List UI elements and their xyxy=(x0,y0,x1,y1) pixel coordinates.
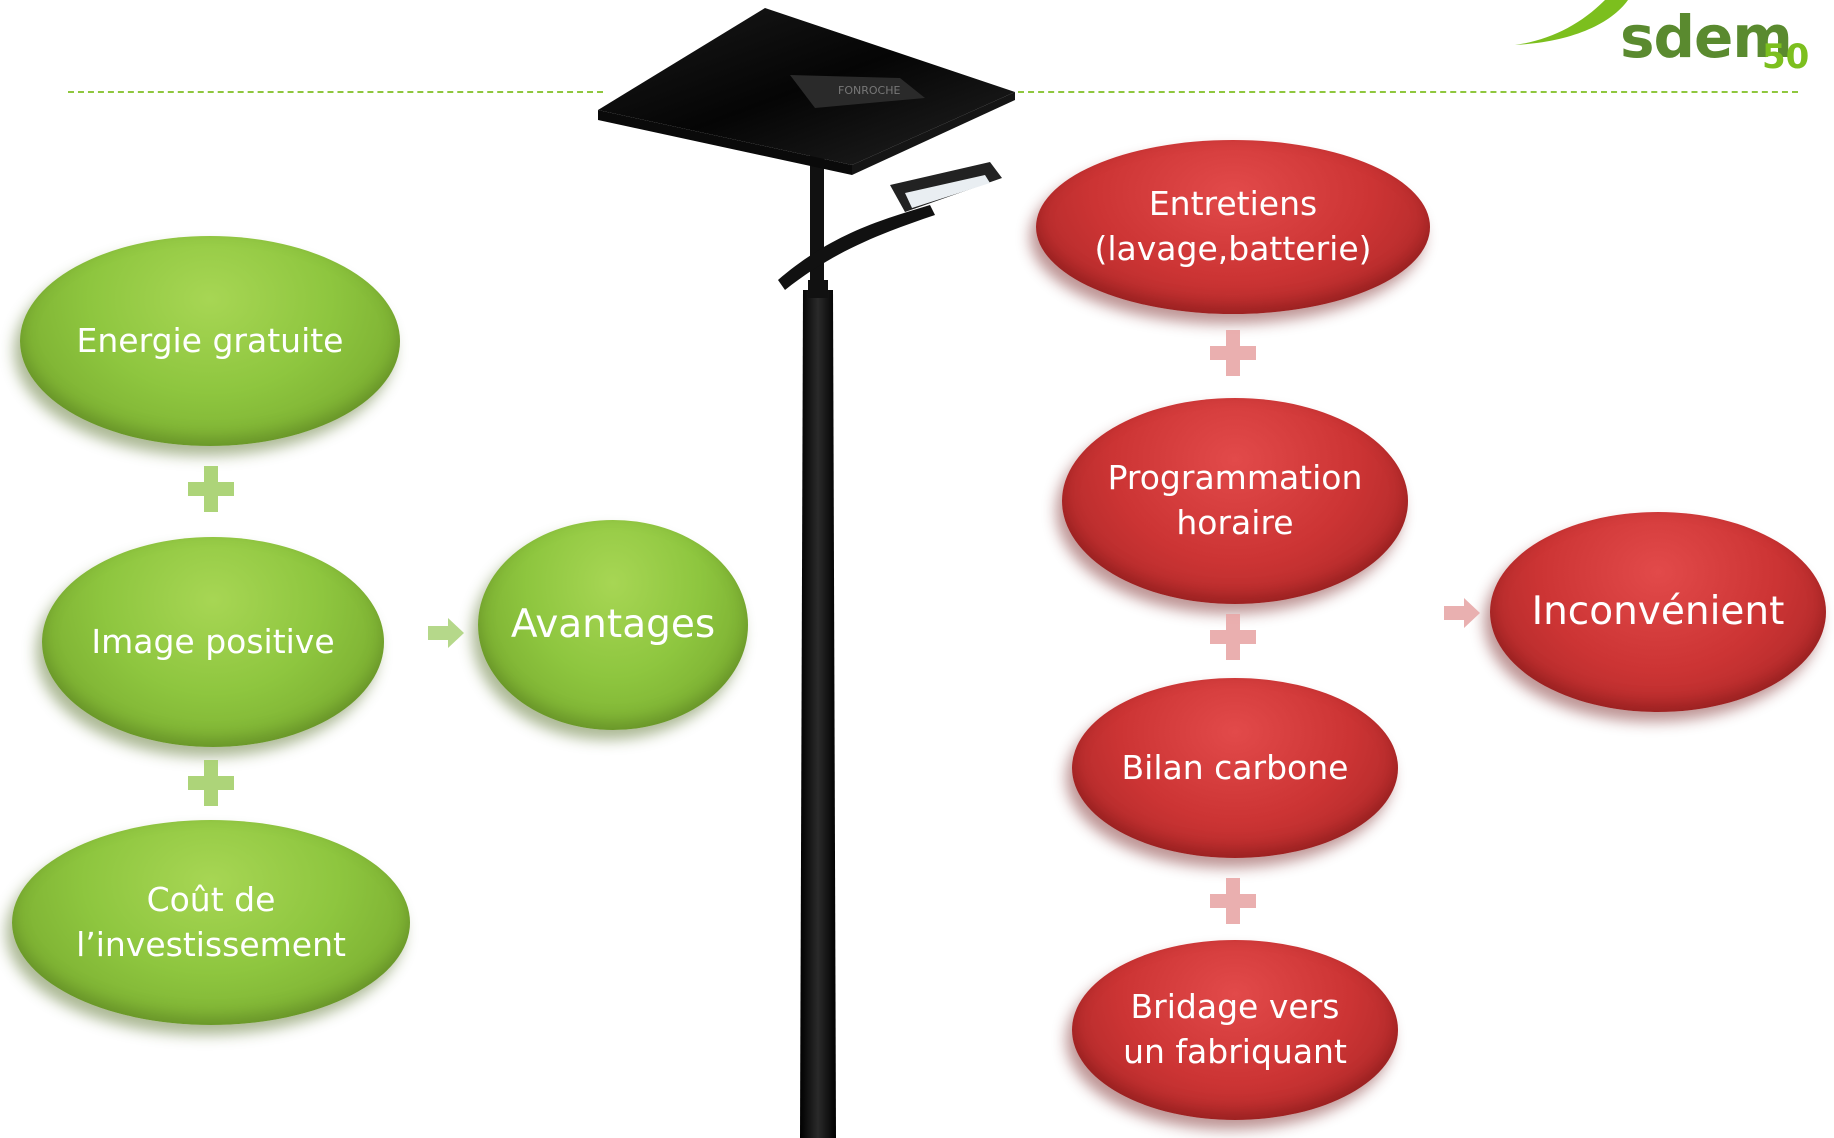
header-divider-right xyxy=(1018,91,1798,93)
header-divider-left xyxy=(68,91,603,93)
advantages-result-label: Avantages xyxy=(510,601,716,647)
plus-icon xyxy=(1210,330,1256,376)
plus-icon xyxy=(1210,878,1256,924)
disadvantage-bilan-carbone: Bilan carbone xyxy=(1072,678,1398,858)
disadvantage-bridage-fabriquant: Bridage vers un fabriquant xyxy=(1072,940,1398,1120)
leaf-swoosh-icon xyxy=(1515,0,1628,45)
advantage-image-positive: Image positive xyxy=(42,537,384,747)
lamp-brand-text: FONROCHE xyxy=(838,84,900,97)
sdem50-logo: sdem 50 xyxy=(1510,0,1830,90)
advantage-cout-investissement: Coût de l’investissement xyxy=(12,820,410,1025)
plus-icon xyxy=(188,466,234,512)
plus-icon xyxy=(188,760,234,806)
advantage-label: Coût de l’investissement xyxy=(76,879,346,964)
disadvantages-result-node: Inconvénient xyxy=(1490,512,1826,712)
logo-text: sdem xyxy=(1620,3,1793,71)
disadvantage-programmation-horaire: Programmation horaire xyxy=(1062,398,1408,604)
disadvantage-label: Bilan carbone xyxy=(1121,747,1349,787)
advantage-label: Energie gratuite xyxy=(76,320,344,360)
advantage-label: Image positive xyxy=(91,621,335,661)
disadvantage-label: Bridage vers un fabriquant xyxy=(1123,987,1347,1071)
advantage-energie-gratuite: Energie gratuite xyxy=(20,236,400,446)
arrow-right-icon xyxy=(428,618,464,648)
disadvantage-entretiens: Entretiens (lavage,batterie) xyxy=(1036,140,1430,314)
disadvantage-label: Entretiens (lavage,batterie) xyxy=(1094,184,1372,268)
logo-number: 50 xyxy=(1762,37,1810,77)
disadvantages-result-label: Inconvénient xyxy=(1531,588,1785,634)
disadvantage-label: Programmation horaire xyxy=(1107,458,1363,542)
advantages-result-node: Avantages xyxy=(478,520,748,730)
arrow-right-icon xyxy=(1444,598,1480,628)
plus-icon xyxy=(1210,614,1256,660)
